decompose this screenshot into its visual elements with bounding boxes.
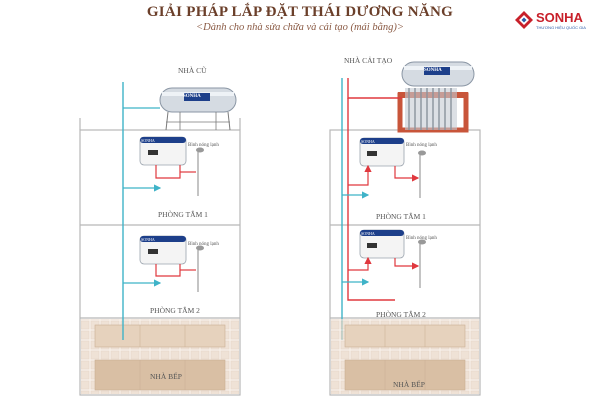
old-room-3-label: NHÀ BẾP [150,372,182,381]
sonha-logo-text: SONHA [536,10,583,25]
new-room-2-label: PHÒNG TẮM 2 [376,310,426,319]
old-room-2-label: PHÒNG TẮM 2 [150,306,200,315]
new-heater-1-brand: SONHA [361,139,375,144]
new-heater-1-label: Bình nóng lạnh [406,143,437,148]
new-heater-2-label: Bình nóng lạnh [406,236,437,241]
old-shower-2 [196,245,204,292]
solar-collector-tubes [405,88,457,130]
new-lower-cabinets [344,359,466,391]
sonha-logo-tagline: THƯƠNG HIỆU QUỐC GIA [536,25,586,30]
new-shower-2 [418,239,426,288]
diagram-subtitle: <Dành cho nhà sửa chữa và cải tạo (mái b… [196,22,404,33]
sonha-logo: SONHA THƯƠNG HIỆU QUỐC GIA [514,10,592,40]
new-hot-riser [347,98,395,301]
old-lower-cabinets [94,359,226,391]
diagram-title: GIẢI PHÁP LẮP ĐẶT THÁI DƯƠNG NĂNG [146,4,454,20]
new-heater-1 [359,137,405,167]
new-solar-tank [401,61,475,87]
new-shower-1 [418,150,426,198]
sonha-logo-icon [515,11,533,29]
old-heater-1-label: Bình nóng lạnh [188,143,219,148]
new-house-label: NHÀ CẢI TẠO [344,56,393,65]
old-room-1-label: PHÒNG TẮM 1 [158,210,208,219]
new-upper-cabinets [344,324,466,348]
old-house [79,82,241,396]
old-tank-brand: SONHA [183,94,201,99]
new-room-3-label: NHÀ BẾP [393,380,425,389]
old-shower-1 [196,147,204,196]
old-heater-2-label: Bình nóng lạnh [188,242,219,247]
new-room-1-label: PHÒNG TẮM 1 [376,212,426,221]
old-heater-1-brand: SONHA [141,138,155,143]
old-heater-2 [139,235,187,265]
new-tank-brand: SONHA [424,68,442,73]
old-heater-1 [139,136,187,166]
old-solar-tank [159,87,237,131]
old-house-label: NHÀ CŨ [178,66,207,75]
renovated-house [329,61,481,396]
old-upper-cabinets [94,324,226,348]
new-heater-2-brand: SONHA [361,231,375,236]
new-heater-2 [359,229,405,259]
old-heater-2-brand: SONHA [141,237,155,242]
old-house-walls [79,129,241,396]
